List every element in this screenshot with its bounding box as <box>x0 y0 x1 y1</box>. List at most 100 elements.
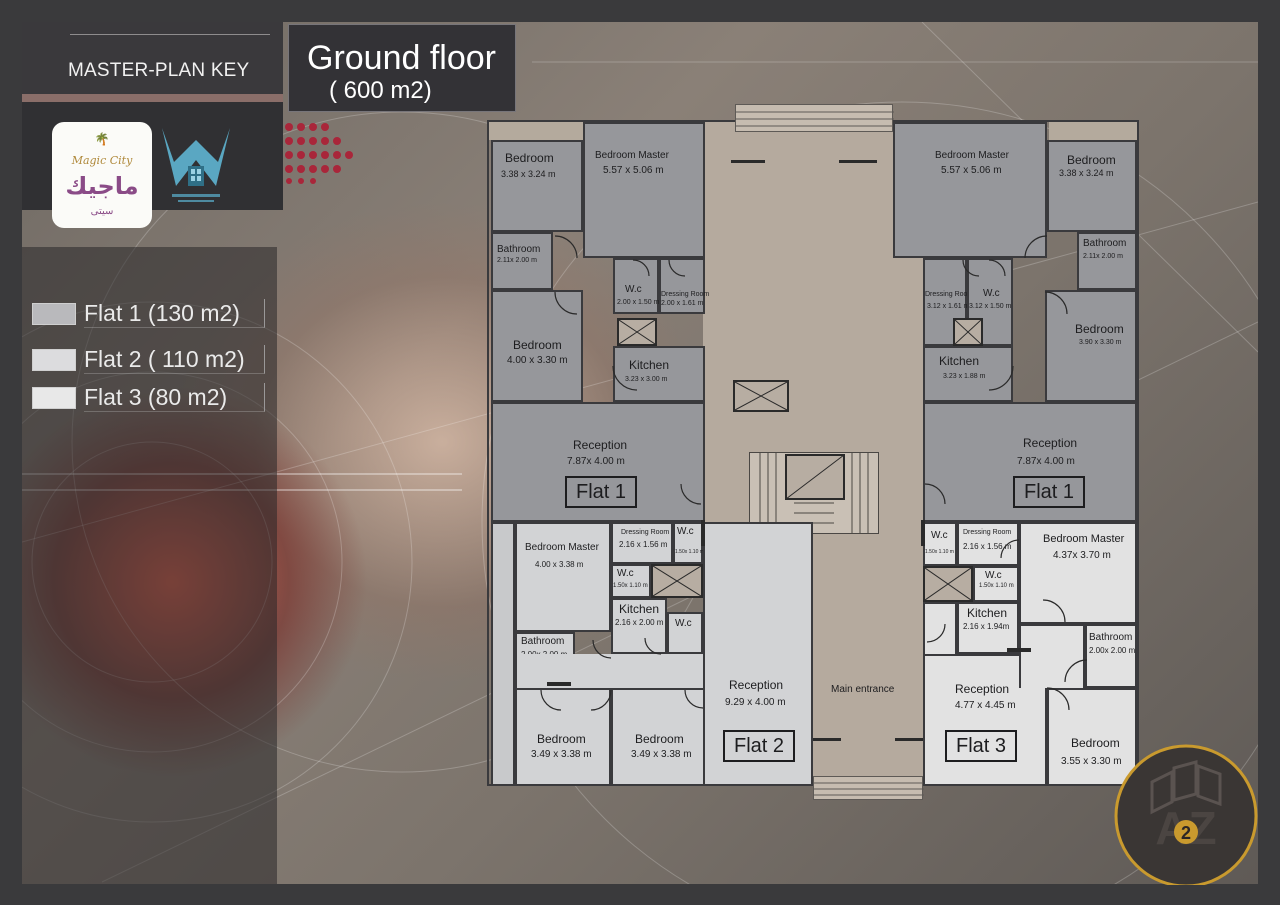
room-name: Kitchen <box>629 358 670 372</box>
room-kitchen: Kitchen 3.23 x 1.88 m <box>923 346 1013 402</box>
room-size: 2.00 x 1.50 m <box>617 299 660 306</box>
room-name: W.c <box>675 618 692 629</box>
room-name: Reception <box>955 682 1010 696</box>
room-wc: W.c 1.50x 1.10 m <box>923 522 957 566</box>
room-name: Bedroom <box>537 732 586 746</box>
logo-english-text: Magic City <box>71 154 133 167</box>
wall-segment <box>895 738 923 741</box>
room-name: W.c <box>617 568 634 579</box>
room-size: 5.57 x 5.06 m <box>941 165 1002 176</box>
room-name: Bedroom <box>513 338 562 352</box>
az-number: 2 <box>1181 823 1191 843</box>
entrance-steps <box>813 776 924 800</box>
room-size: 9.29 x 4.00 m <box>725 697 786 708</box>
room-name: Bathroom <box>521 636 565 647</box>
room-size: 4.77 x 4.45 m <box>955 700 1016 711</box>
room-size: 7.87x 4.00 m <box>567 456 625 467</box>
room-kitchen: Kitchen 2.16 x 2.00 m <box>611 598 667 654</box>
room-size: 7.87x 4.00 m <box>1017 456 1075 467</box>
room-size: 2.16 x 2.00 m <box>615 618 664 627</box>
stairs-lines <box>759 453 869 533</box>
room-wc: W.c 2.00 x 1.50 m <box>613 258 659 314</box>
duct-shaft <box>923 566 973 602</box>
room-size: 2.16 x 1.94m <box>963 622 1010 631</box>
room-size: 3.49 x 3.38 m <box>631 749 692 760</box>
magic-city-logo: 🌴 Magic City ماجيك سيتى <box>52 122 152 228</box>
legend-panel: Flat 1 (130 m2) Flat 2 ( 110 m2) Flat 3 … <box>22 247 277 884</box>
room-name: W.c <box>985 570 1002 581</box>
steps-lines <box>814 782 924 796</box>
shaft-cross <box>954 319 982 345</box>
legend-swatch <box>32 303 76 325</box>
room-name: Kitchen <box>967 606 1008 620</box>
entrance-lobby <box>813 522 923 786</box>
room-bedroom: Bedroom 3.55 x 3.30 m <box>1047 688 1137 786</box>
divider <box>22 94 283 102</box>
room-size: 3.38 x 3.24 m <box>501 169 556 179</box>
flat-1-tag-left: Flat 1 <box>565 476 637 508</box>
room-name: Bedroom <box>1067 153 1116 167</box>
room-name: Bedroom <box>505 151 554 165</box>
room-dressing-room: Dressing Room 2.16 x 1.56 m <box>957 522 1019 566</box>
room-size: 2.16 x 1.56 m <box>963 542 1012 551</box>
flat-2-side-strip <box>491 522 515 786</box>
room-bedroom: Bedroom 4.00 x 3.30 m <box>491 290 583 402</box>
room-size: 3.49 x 3.38 m <box>531 749 592 760</box>
room-bedroom-master: Bedroom Master 5.57 x 5.06 m <box>583 122 705 258</box>
room-dressing-room: Dressing Room 2.16 x 1.56 m <box>611 522 673 564</box>
house-logo-icon <box>162 128 230 202</box>
room-size: 5.57 x 5.06 m <box>603 165 664 176</box>
room-size: 3.12 x 1.61 m <box>927 303 970 310</box>
steps-lines <box>736 111 894 127</box>
room-size: 2.11x 2.00 m <box>1083 253 1123 260</box>
room-bedroom-master: Bedroom Master 4.37x 3.70 m <box>1019 522 1137 624</box>
room-wc: W.c 1.50x 1.10 m <box>973 566 1019 602</box>
room-bedroom-master: Bedroom Master 5.57 x 5.06 m <box>893 122 1047 258</box>
room-bedroom: Bedroom 3.49 x 3.38 m <box>611 688 705 786</box>
room-bedroom: Bedroom 3.38 x 3.24 m <box>491 140 583 232</box>
room-bedroom-master: Bedroom Master 4.00 x 3.38 m <box>515 522 611 632</box>
staircase <box>749 452 879 534</box>
room-name: Kitchen <box>619 602 660 616</box>
flat-1-tag-right: Flat 1 <box>1013 476 1085 508</box>
legend-swatch <box>32 349 76 371</box>
room-name: Bathroom <box>1089 632 1133 643</box>
az-logo-badge: AZ 2 <box>1112 742 1260 890</box>
room-name: Dressing Room <box>963 529 1012 536</box>
flat-2-tag: Flat 2 <box>723 730 795 762</box>
room-name: W.c <box>983 288 1000 299</box>
room-size: 4.00 x 3.38 m <box>535 560 584 569</box>
room-name: Reception <box>729 678 784 692</box>
hallway <box>515 654 705 688</box>
flat-3-tag: Flat 3 <box>945 730 1017 762</box>
door-swings <box>540 235 1088 711</box>
floor-title-box: Ground floor ( 600 m2) <box>288 24 516 112</box>
balcony-right <box>1049 122 1137 140</box>
room-bedroom: Bedroom 3.38 x 3.24 m <box>1047 140 1137 232</box>
legend-label: Flat 1 (130 m2) <box>84 299 265 328</box>
shaft-cross <box>734 381 788 411</box>
elevator-shaft <box>733 380 789 412</box>
room-bedroom: Bedroom 3.90 x 3.30 m <box>1045 290 1137 402</box>
room-size: 3.55 x 3.30 m <box>1061 756 1122 767</box>
key-title: MASTER-PLAN KEY <box>68 60 250 81</box>
room-size: 1.50x 1.10 m <box>675 549 704 555</box>
shaft-cross <box>618 319 656 345</box>
room-name: Dressing Room <box>661 291 710 298</box>
room-wc: W.c 1.50x 1.10 m <box>611 564 651 598</box>
shaft-cross <box>652 565 702 597</box>
main-entrance-label: Main entrance <box>831 684 895 695</box>
room-name: Bedroom Master <box>525 542 599 553</box>
room-kitchen: Kitchen 3.23 x 3.00 m <box>613 346 705 402</box>
duct-shaft <box>953 318 983 346</box>
floor-title: Ground floor <box>307 39 496 77</box>
palm-icon: 🌴 <box>94 132 110 146</box>
floor-area: ( 600 m2) <box>329 77 432 104</box>
room-name: Bedroom Master <box>935 150 1009 161</box>
room-size: 2.00 x 1.61 m <box>661 300 704 307</box>
room-size: 3.38 x 3.24 m <box>1059 168 1114 178</box>
room-size: 1.50x 1.10 m <box>613 583 648 589</box>
legend-label: Flat 3 (80 m2) <box>84 383 265 412</box>
room-size: 1.50x 1.10 m <box>979 583 1014 589</box>
room-name: W.c <box>677 526 694 537</box>
